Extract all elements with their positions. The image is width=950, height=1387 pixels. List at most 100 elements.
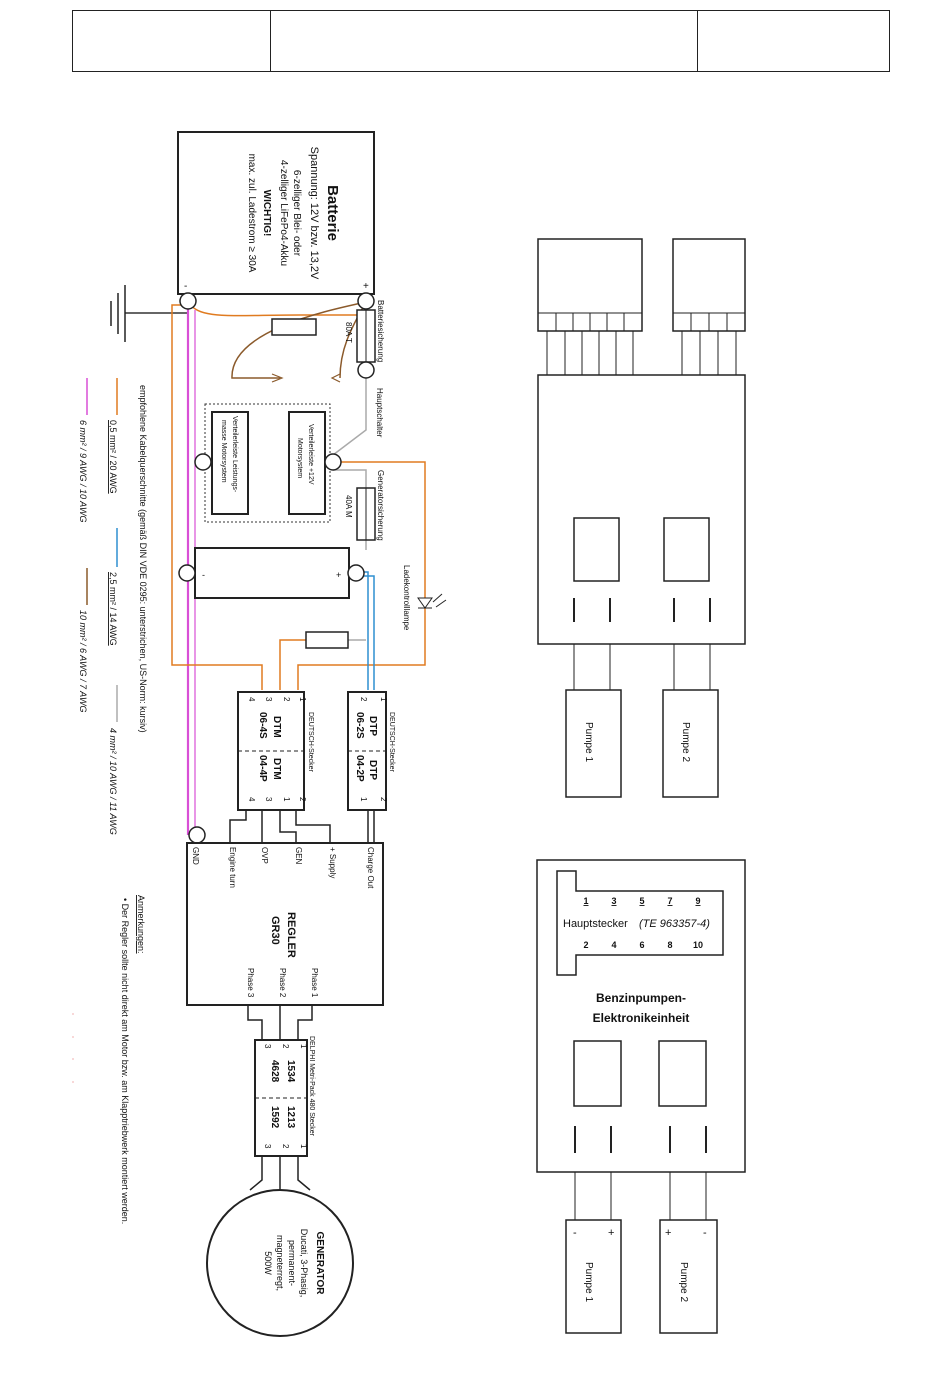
bottom-pump-2-plus: +	[665, 1227, 671, 1239]
mc-pin-2: 2	[583, 940, 588, 950]
delphi-pin-l1: 1	[299, 1044, 308, 1049]
battery-spec1: Spannung: 12V bzw. 13,2V	[308, 147, 320, 280]
rail-ground-line2: masse Motorsystem	[220, 420, 227, 483]
delphi-pin-r3: 3	[263, 1144, 272, 1149]
bottom-pump-2-minus: -	[703, 1227, 707, 1239]
delphi-pin-r2: 2	[281, 1144, 290, 1149]
top-pump-2-label: Pumpe 2	[680, 722, 691, 762]
dtm-pin-r1: 2	[298, 797, 307, 802]
connector-dtp: DEUTSCH-Stecker DTP 06-2S DTP 04-2P 1 2 …	[347, 691, 395, 811]
bottom-pump-1-plus: +	[608, 1227, 614, 1239]
bottom-pump-1	[565, 1219, 622, 1334]
mc-pin-5: 5	[639, 896, 644, 906]
legend-item-4: 6 mm² / 9 AWG / 10 AWG	[78, 420, 88, 523]
regulator-phase3: Phase 3	[246, 968, 255, 998]
battery-spec4: max. zul. Ladestrom ≥ 30A	[246, 154, 257, 273]
generator-title: GENERATOR	[314, 1232, 325, 1296]
dtm-pin-l4: 4	[247, 697, 256, 702]
battery-minus: -	[184, 281, 187, 292]
dtp-right2: 04-2P	[354, 755, 365, 782]
resistor-top	[271, 318, 317, 336]
top-unit-body	[537, 374, 746, 645]
generator-fuse-label: Generatorsicherung	[376, 470, 385, 541]
main-connector-part: (TE 963357-4)	[639, 918, 710, 930]
buffer-battery: + -	[178, 547, 365, 599]
regulator-pin-gnd: GND	[191, 847, 200, 865]
bottom-pump-2-label: Pumpe 2	[678, 1262, 689, 1302]
mc-pin-10: 10	[693, 940, 703, 950]
generator-line2: permanent-	[287, 1240, 297, 1286]
mc-pin-8: 8	[667, 940, 672, 950]
dtp-left2: 06-2S	[354, 712, 365, 739]
main-connector-label: Hauptstecker	[563, 918, 628, 930]
legend-heading: empfohlene Kabelquerschnitte (gemäß DIN …	[138, 385, 148, 733]
dtp-pin-l1: 1	[379, 697, 388, 702]
battery-spec3: 4-zelliger LiFePo4-Akku	[278, 160, 289, 266]
delphi-right2: 1592	[269, 1106, 280, 1129]
regulator-title: REGLER	[285, 912, 297, 958]
buffer-battery-minus: -	[202, 570, 205, 580]
mc-pin-6: 6	[639, 940, 644, 950]
wire-supply	[295, 810, 331, 843]
regulator: Charge Out + Supply GEN OVP Engine turn …	[186, 842, 384, 1006]
regulator-gnd-terminal	[188, 826, 206, 844]
dtm-pin-r2: 1	[282, 797, 291, 802]
dtm-right2: 04-4P	[257, 755, 268, 782]
arrow-left	[330, 373, 341, 383]
dtm-left: DTM	[271, 716, 282, 738]
charge-lamp: Ladekontrolllampe	[402, 565, 447, 631]
pump-unit-bottom: 1 3 5 7 9 2 4 6 8 10 Hauptstecker (TE 96…	[536, 859, 746, 1334]
delphi-pin-l3: 3	[263, 1044, 272, 1049]
wire-blue-b	[356, 575, 375, 690]
charge-lamp-label: Ladekontrolllampe	[402, 565, 411, 631]
wire-orange-left	[171, 304, 263, 690]
connector-delphi: DELPHI Metri-Pack 480 Stecker 1534 4628 …	[254, 1036, 315, 1157]
battery-plus: +	[363, 281, 369, 292]
dtp-right: DTP	[367, 760, 378, 780]
dtm-title: DEUTSCH-Stecker	[307, 712, 314, 773]
connector-dtm: DEUTSCH-Stecker DTM 06-4S DTM 04-4P 1 2 …	[237, 691, 314, 811]
regulator-phase1: Phase 1	[310, 968, 319, 998]
rail-plus	[288, 411, 326, 515]
regulator-model: GR30	[269, 916, 281, 945]
delphi-left2: 4628	[269, 1060, 280, 1083]
battery-fuse: Batteriesicherung 80A T	[344, 300, 385, 379]
distribution-rails: Verteilerleiste +12V Motorsystem Verteil…	[194, 403, 342, 523]
wire-phase3	[247, 1005, 263, 1040]
wire-grey-switch	[332, 378, 367, 456]
buffer-battery-plus: +	[336, 570, 341, 580]
delphi-pin-l2: 2	[281, 1044, 290, 1049]
rail-plus-line2: Motorsystem	[296, 438, 303, 478]
mc-pin-1: 1	[583, 896, 588, 906]
pump-unit-top: Pumpe 1 Pumpe 2	[537, 238, 746, 798]
rail-plus-line1: Verteilerleiste +12V	[307, 424, 314, 485]
dtp-pin-l2: 2	[359, 697, 368, 702]
mc-pin-7: 7	[667, 896, 672, 906]
delphi-pin-r1: 1	[299, 1144, 308, 1149]
dtm-right: DTM	[271, 758, 282, 780]
rail-ground-line1: Verteilerleiste Leistungs-	[231, 416, 238, 493]
title-block-cell-left	[73, 11, 271, 71]
regulator-pin-supply: + Supply	[328, 847, 337, 878]
generator: GENERATOR Ducati, 3-Phasig, permanent- m…	[206, 1189, 354, 1337]
battery-spec2: 6-zelliger Blei- oder	[291, 170, 302, 257]
legend-item-3: 4 mm² / 10 AWG / 11 AWG	[108, 728, 118, 835]
mc-pin-9: 9	[695, 896, 700, 906]
rail-ground	[211, 411, 249, 515]
battery-fuse-label: Batteriesicherung	[376, 300, 385, 362]
legend-item-2: 2,5 mm² / 14 AWG	[108, 572, 118, 646]
battery: Batterie Spannung: 12V bzw. 13,2V 6-zell…	[177, 131, 375, 310]
dtm-pin-l2: 2	[282, 697, 291, 702]
delphi-right: 1213	[285, 1106, 296, 1129]
notes-heading: Anmerkungen:	[136, 895, 146, 954]
dtm-pin-l1: 1	[298, 697, 307, 702]
generator-line1: Ducati, 3-Phasig,	[299, 1229, 309, 1298]
notes-text: • Der Regler sollte nicht direkt am Moto…	[120, 898, 130, 1224]
wire-orange-lamp	[297, 461, 426, 690]
wire-gen	[279, 810, 297, 843]
regulator-pin-gen: GEN	[294, 847, 303, 865]
generator-line4: 500W	[263, 1251, 273, 1275]
delphi-title: DELPHI Metri-Pack 480 Stecker	[308, 1036, 315, 1137]
top-pump-1-label: Pumpe 1	[583, 722, 594, 762]
resistor-lower	[305, 631, 349, 649]
